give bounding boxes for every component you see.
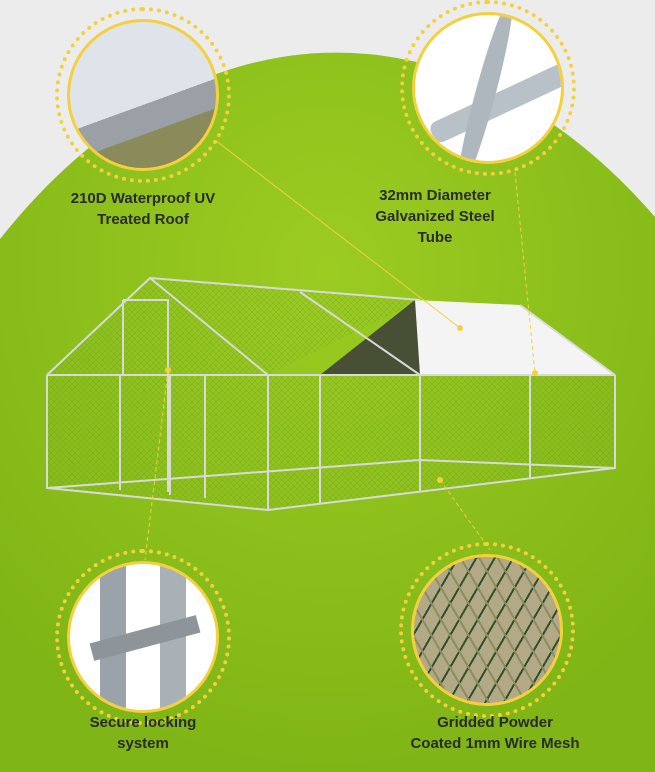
roof-feature-label: 210D Waterproof UV Treated Roof (33, 188, 253, 230)
lock-latch-photo (67, 561, 219, 713)
lock-feature-label: Secure locking system (33, 712, 253, 754)
tube-label-line: Galvanized Steel (375, 208, 495, 225)
lock-label-line: Secure locking (89, 714, 197, 731)
roof-clip-photo (67, 19, 219, 171)
tube-label-line: Tube (417, 229, 453, 246)
chicken-coop-image (46, 139, 616, 561)
mesh-label-line: Gridded Powder (437, 714, 553, 731)
tube-label-line: 32mm Diameter (379, 187, 491, 204)
roof-feature-badge (55, 7, 231, 183)
wire-mesh-photo (411, 554, 563, 706)
mesh-label-line: Coated 1mm Wire Mesh (410, 735, 580, 752)
roof-label-line: Treated Roof (97, 211, 189, 228)
mesh-feature-badge (399, 542, 575, 718)
tube-feature-badge (400, 0, 576, 176)
lock-feature-badge (55, 549, 231, 725)
steel-tube-photo (412, 12, 564, 164)
lock-label-line: system (117, 735, 169, 752)
roof-label-line: 210D Waterproof UV (70, 190, 216, 207)
